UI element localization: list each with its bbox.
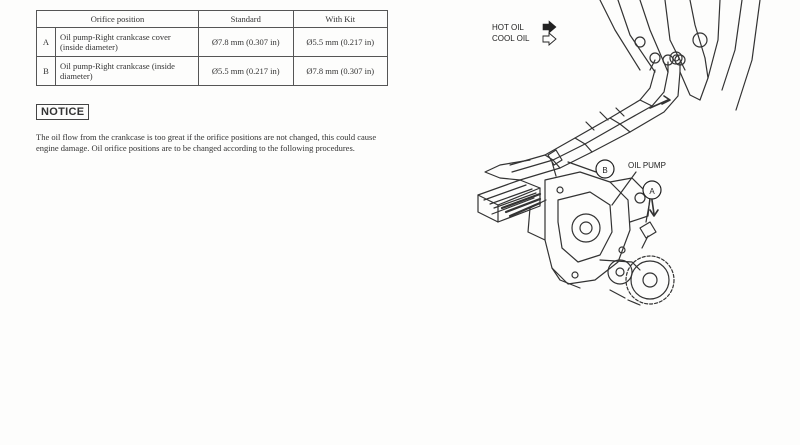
cool-oil-arrow-icon bbox=[542, 32, 557, 46]
flow-arrow bbox=[649, 99, 669, 109]
engine-frame-lines bbox=[599, 0, 761, 111]
flow-arrow-head bbox=[649, 209, 659, 217]
row-standard: Ø7.8 mm (0.307 in) bbox=[198, 27, 294, 57]
oil-pump-body bbox=[527, 171, 651, 289]
oil-pump-label: OIL PUMP bbox=[628, 161, 666, 170]
table-header-row: Orifice position Standard With Kit bbox=[36, 10, 388, 28]
notice-heading: NOTICE bbox=[36, 104, 90, 120]
row-with-kit: Ø7.8 mm (0.307 in) bbox=[292, 56, 388, 86]
callout-a-circle bbox=[642, 180, 662, 200]
table-row: B Oil pump-Right crankcase (inside diame… bbox=[36, 56, 388, 86]
row-standard: Ø5.5 mm (0.217 in) bbox=[198, 56, 294, 86]
flow-arrow bbox=[651, 199, 655, 215]
flow-arrow-head bbox=[661, 95, 671, 105]
legend-cool-oil: COOL OIL bbox=[492, 34, 530, 43]
oil-hose-bundle bbox=[484, 52, 686, 181]
callout-a-leader bbox=[645, 199, 651, 223]
orifice-fittings bbox=[547, 149, 657, 249]
callout-b-label: B bbox=[602, 166, 607, 175]
drive-gear bbox=[599, 255, 675, 306]
oil-pump-leader bbox=[611, 171, 637, 206]
row-position: Oil pump-Right crankcase (inside diamete… bbox=[55, 56, 199, 86]
legend-hot-oil: HOT OIL bbox=[492, 23, 524, 32]
row-position: Oil pump-Right crankcase cover (inside d… bbox=[55, 27, 199, 57]
oil-cooler bbox=[477, 179, 542, 223]
callout-b-leader bbox=[567, 161, 597, 173]
hot-oil-arrow-icon bbox=[542, 20, 557, 34]
callout-a-label: A bbox=[649, 187, 655, 196]
row-with-kit: Ø5.5 mm (0.217 in) bbox=[292, 27, 388, 57]
callout-b-circle bbox=[595, 159, 615, 179]
orifice-spec-table: Orifice position Standard With Kit A Oil… bbox=[36, 10, 388, 86]
notice-text: The oil flow from the crankcase is too g… bbox=[36, 132, 377, 153]
table-row: A Oil pump-Right crankcase cover (inside… bbox=[36, 27, 388, 57]
